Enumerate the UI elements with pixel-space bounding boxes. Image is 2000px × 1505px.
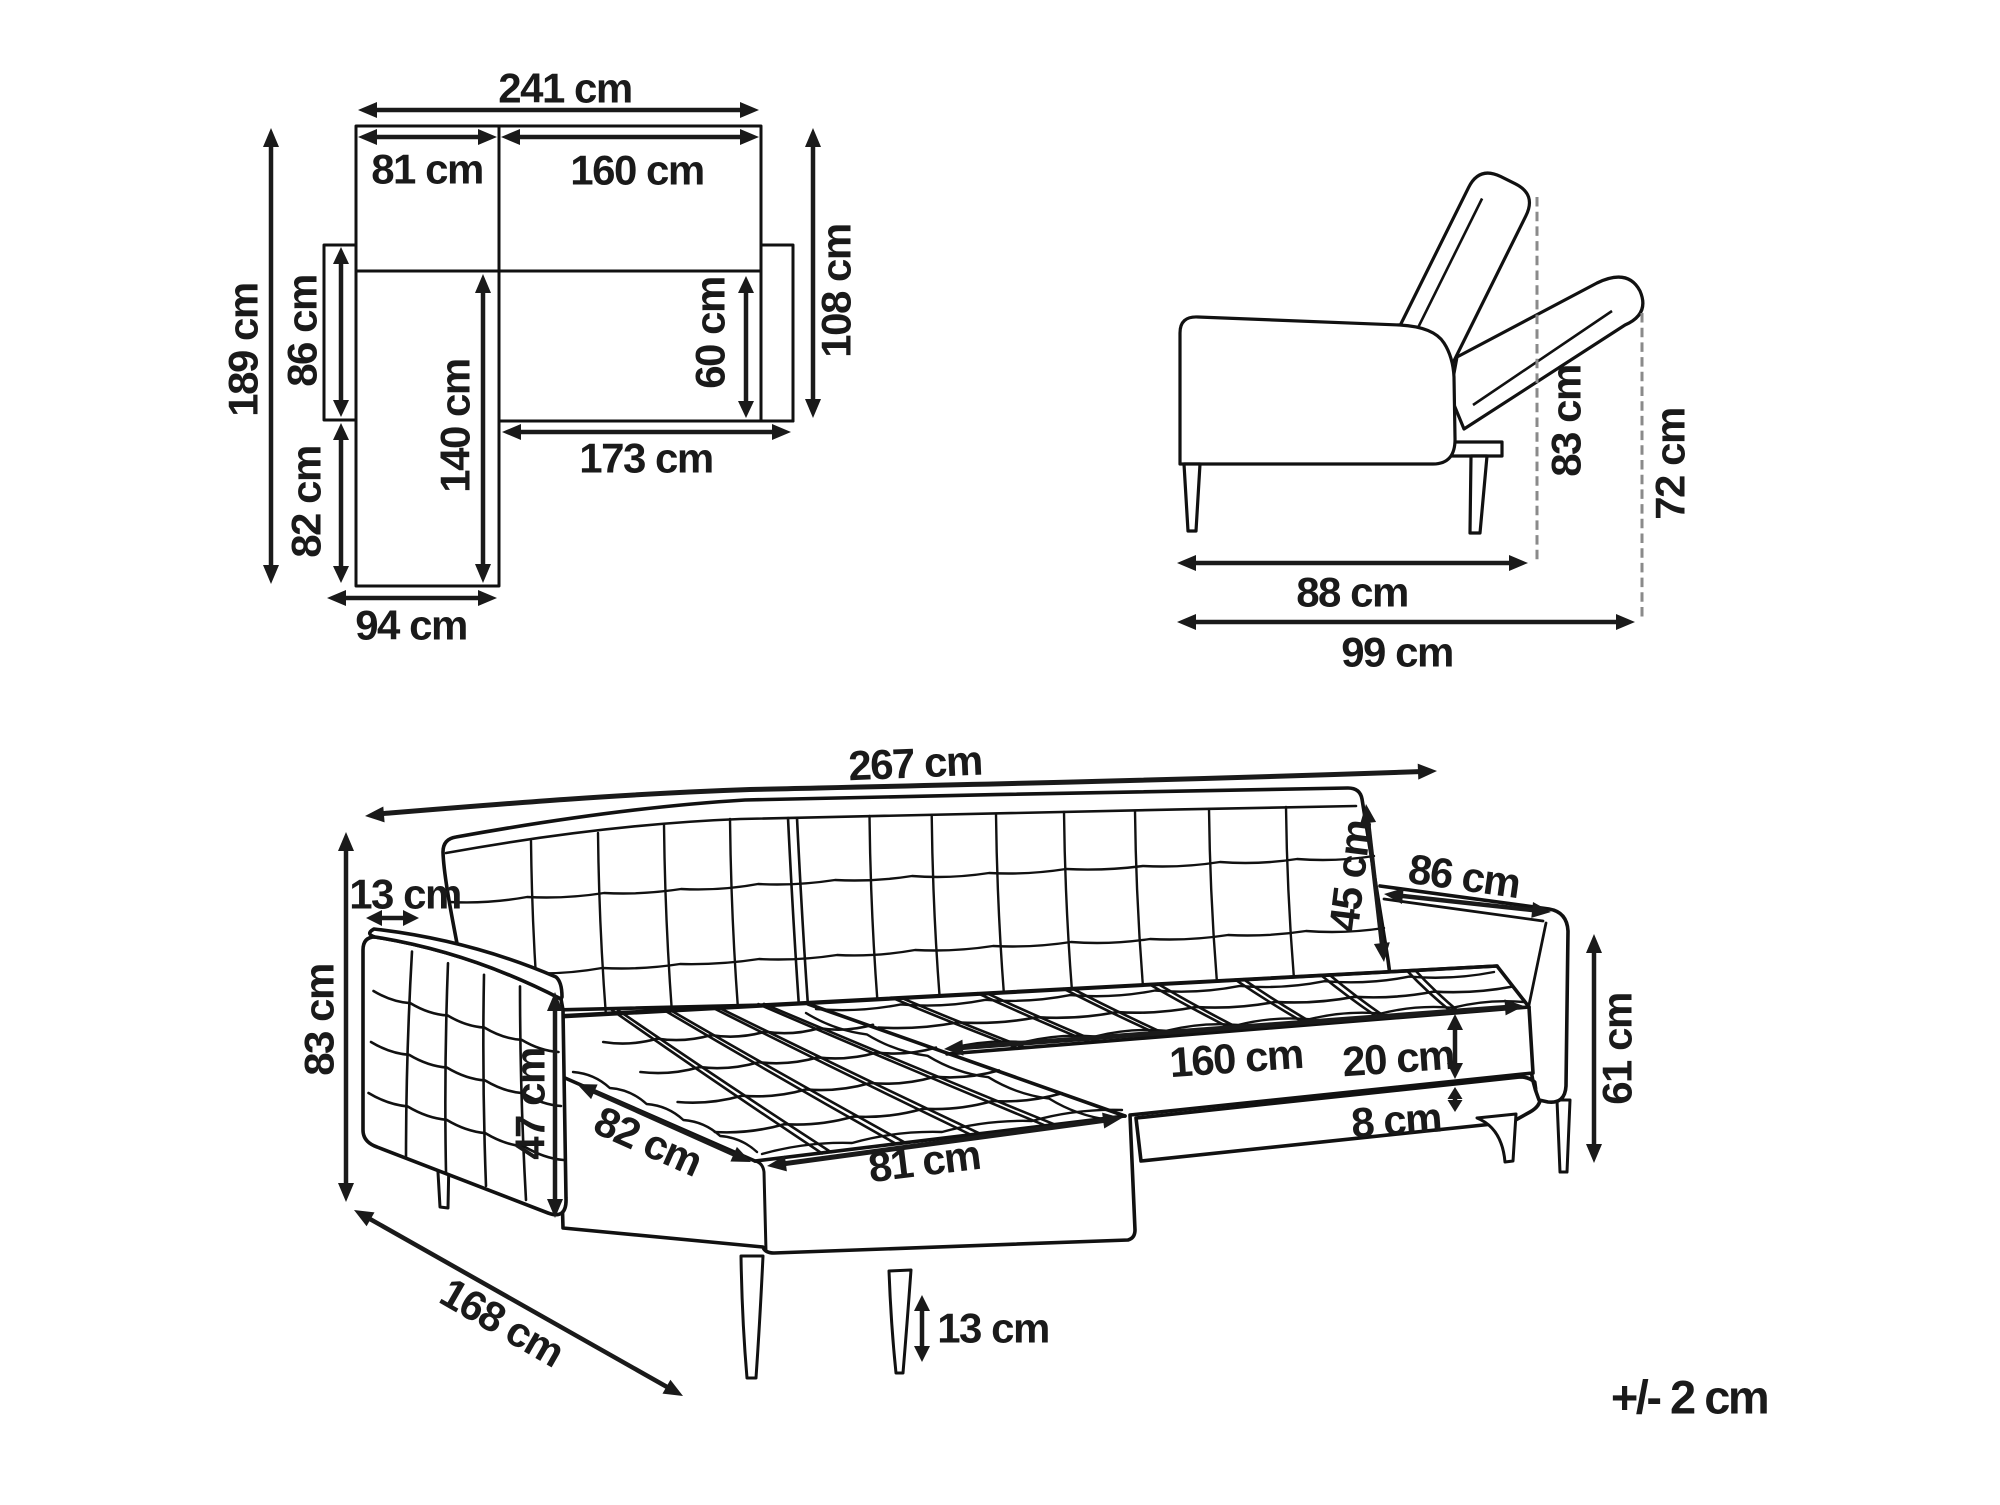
svg-text:173 cm: 173 cm <box>579 435 712 482</box>
svg-text:94 cm: 94 cm <box>355 602 467 649</box>
svg-text:13 cm: 13 cm <box>937 1305 1049 1352</box>
svg-text:160 cm: 160 cm <box>1168 1030 1304 1086</box>
svg-text:267 cm: 267 cm <box>847 737 982 790</box>
svg-text:88 cm: 88 cm <box>1296 569 1408 616</box>
svg-text:99 cm: 99 cm <box>1341 629 1453 676</box>
svg-text:20 cm: 20 cm <box>1341 1031 1456 1086</box>
svg-text:47 cm: 47 cm <box>507 1048 554 1160</box>
svg-text:140 cm: 140 cm <box>432 359 479 492</box>
svg-text:241 cm: 241 cm <box>498 65 631 112</box>
svg-text:+/- 2 cm: +/- 2 cm <box>1611 1371 1767 1424</box>
svg-text:8 cm: 8 cm <box>1350 1093 1443 1146</box>
svg-text:13 cm: 13 cm <box>349 871 461 918</box>
svg-text:160 cm: 160 cm <box>570 147 703 194</box>
svg-text:83 cm: 83 cm <box>1543 365 1590 477</box>
svg-text:108 cm: 108 cm <box>813 224 860 357</box>
svg-text:81 cm: 81 cm <box>371 146 483 193</box>
svg-text:86 cm: 86 cm <box>279 275 326 387</box>
svg-text:83 cm: 83 cm <box>296 964 343 1076</box>
svg-text:61 cm: 61 cm <box>1594 993 1641 1105</box>
svg-text:82 cm: 82 cm <box>283 446 330 558</box>
svg-text:60 cm: 60 cm <box>687 277 734 389</box>
svg-text:189 cm: 189 cm <box>220 283 267 416</box>
svg-text:72 cm: 72 cm <box>1647 408 1694 520</box>
